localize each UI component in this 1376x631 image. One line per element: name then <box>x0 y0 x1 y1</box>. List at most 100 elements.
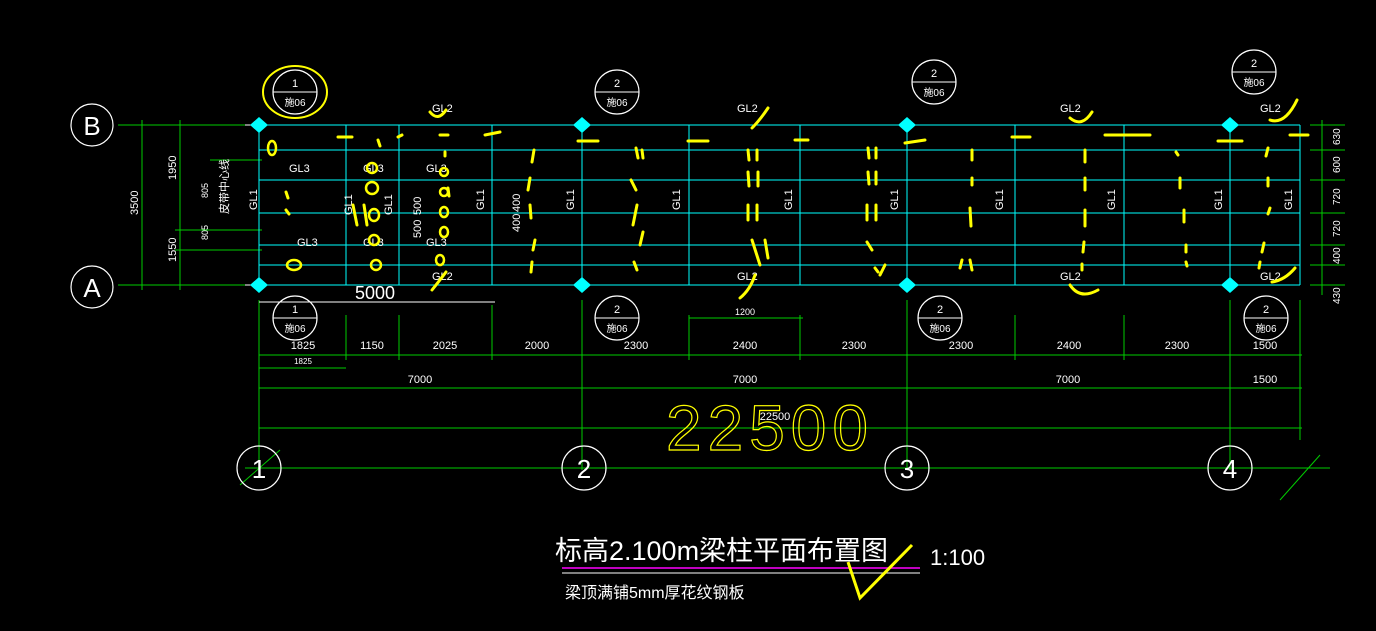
dim-left-upper: 1950 <box>167 156 179 180</box>
markup-stroke <box>428 108 448 118</box>
markup-stroke <box>631 203 639 227</box>
dim-row1-label: 2000 <box>525 340 549 352</box>
dim-row1-label: 2300 <box>624 340 648 352</box>
grid-bubble-1 <box>236 445 282 491</box>
grid-bubbles <box>70 103 1253 491</box>
markup-ellipse <box>285 258 303 272</box>
dim-row1-label: 2025 <box>433 340 457 352</box>
markup-stroke <box>1257 260 1262 270</box>
beam-label-gl2: GL2 <box>432 103 453 115</box>
highlight-circle <box>262 65 328 119</box>
beam-label-gl2: GL2 <box>1260 103 1281 115</box>
markup-stroke <box>1264 146 1270 158</box>
left-dims: 3500 1950 1550 805 805 <box>129 156 210 262</box>
overall-dim-small: 22500 <box>760 411 791 423</box>
markup-ellipse <box>266 139 278 157</box>
grid-label-b: B <box>83 111 100 141</box>
dim-right-label: 600 <box>1332 156 1343 173</box>
section-mark-sub: 施06 <box>929 322 951 335</box>
grid-label-a: A <box>83 273 101 303</box>
dim-row1-label: 1150 <box>360 340 384 352</box>
beam-lines <box>258 124 1301 286</box>
section-mark-sub: 施06 <box>1243 76 1265 89</box>
beam-label-gl1: GL1 <box>783 189 795 210</box>
dim-row1-label: 2400 <box>1057 340 1081 352</box>
grid-bubble-3 <box>884 445 930 491</box>
beam-label-gl2: GL2 <box>1060 271 1081 283</box>
section-mark-num: 2 <box>1251 58 1257 70</box>
beam-label-gl1: GL1 <box>475 189 487 210</box>
markup-ellipse <box>369 258 383 272</box>
markup-stroke <box>634 146 640 160</box>
column-marker-a1 <box>250 277 268 293</box>
markup-stroke <box>632 260 639 272</box>
markup-stroke <box>1174 150 1180 157</box>
section-mark-sub: 施06 <box>923 86 945 99</box>
markup-stroke <box>526 176 532 192</box>
markup-stroke <box>1184 260 1189 268</box>
markup-stroke <box>1268 98 1299 123</box>
drawing-scale: 1:100 <box>930 545 985 570</box>
section-mark-sub: 施06 <box>284 322 306 335</box>
markup-ellipse <box>365 161 379 175</box>
markup-stroke <box>1068 283 1100 296</box>
markup-stroke <box>351 203 359 227</box>
markup-stroke <box>873 266 880 274</box>
markups <box>266 98 1310 300</box>
section-mark: 2 施06 <box>1231 49 1277 95</box>
markup-stroke <box>1068 110 1094 124</box>
grid-label-2: 2 <box>577 454 591 484</box>
markup-stroke <box>865 240 874 252</box>
grid-lines <box>118 120 1345 501</box>
markup-stroke <box>866 146 871 160</box>
dim-right-label: 720 <box>1332 188 1343 205</box>
dim-row2-label: 7000 <box>408 374 432 386</box>
dim-1825-small: 1825 <box>294 357 312 366</box>
markup-stroke <box>396 133 404 139</box>
drawing-title: 标高2.100m梁柱平面布置图 <box>555 536 888 566</box>
dim-row2-label: 7000 <box>1056 374 1080 386</box>
beam-label-gl1: GL1 <box>1106 189 1118 210</box>
beam-label-gl1: GL1 <box>565 189 577 210</box>
beam-label-gl1: GL1 <box>383 194 395 215</box>
column-marker-a3 <box>898 277 916 293</box>
beam-label-gl3: GL3 <box>426 163 447 175</box>
markup-stroke <box>284 190 290 200</box>
beam-label-gl3: GL3 <box>289 163 310 175</box>
markup-stroke <box>376 138 382 148</box>
beam-label-gl1: GL1 <box>343 194 355 215</box>
markup-stroke <box>284 208 291 216</box>
dim-row1-label: 1500 <box>1253 340 1277 352</box>
column-markers <box>250 117 1239 293</box>
markup-stroke <box>640 148 645 160</box>
markup-ellipse <box>438 166 450 178</box>
beam-label-gl1: GL1 <box>889 189 901 210</box>
markup-stroke <box>1270 266 1297 284</box>
dim-left-a: 805 <box>200 183 210 198</box>
section-mark-sub: 施06 <box>606 322 628 335</box>
beam-label-gl3: GL3 <box>297 237 318 249</box>
markup-ellipse <box>364 180 380 196</box>
section-mark-num: 1 <box>292 78 298 90</box>
dim-row2-label: 7000 <box>733 374 757 386</box>
markup-stroke <box>750 106 770 130</box>
column-marker-a4 <box>1221 277 1239 293</box>
beam-label-gl1: GL1 <box>1213 189 1225 210</box>
dim-row1-label: 2300 <box>1165 340 1189 352</box>
markup-stroke <box>958 258 964 270</box>
markup-stroke <box>529 260 534 274</box>
section-mark-num: 2 <box>1263 304 1269 316</box>
dim-right-label: 400 <box>1332 247 1343 264</box>
markup-ellipse <box>434 253 446 267</box>
markup-stroke <box>430 270 448 292</box>
markup-stroke <box>1266 206 1272 216</box>
dim-row1-label: 2300 <box>949 340 973 352</box>
markup-stroke <box>903 138 927 145</box>
